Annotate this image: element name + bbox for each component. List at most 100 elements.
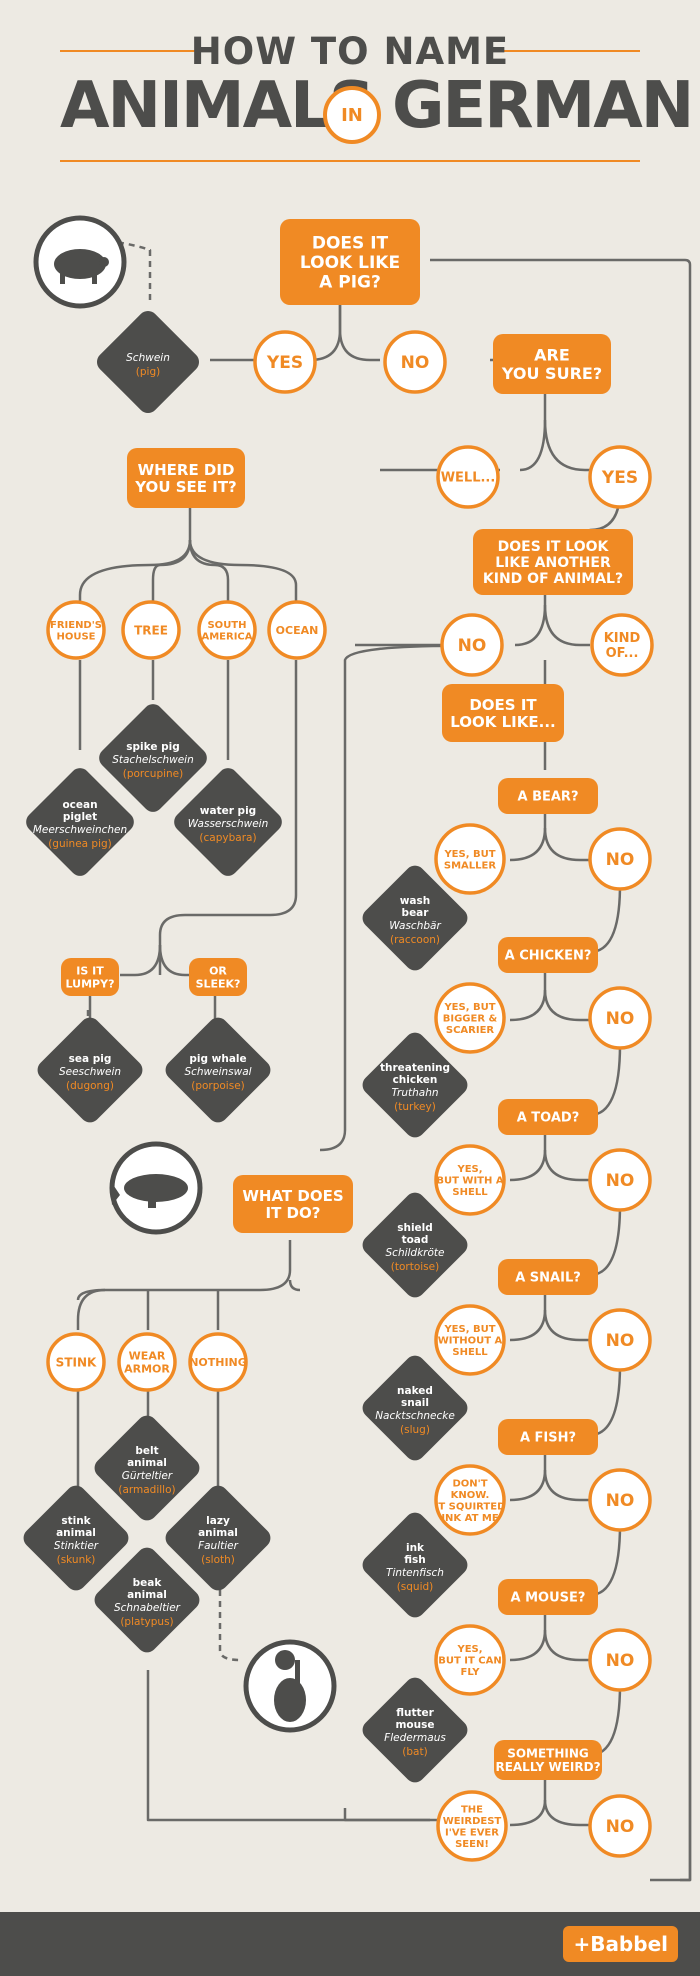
choice-text-nothing: NOTHING [189,1356,247,1369]
choice-circle [188,1332,248,1392]
answer-german: Waschbär [389,920,441,932]
choice-circle [588,445,652,509]
question-box [233,1175,353,1233]
choice-text-yes2: YES [601,468,638,488]
connector-20 [158,660,298,975]
choice-text-chick_n: NO [606,1009,635,1029]
question-box [61,958,119,996]
question-toad: A TOAD? [498,1099,598,1135]
answer-diamond [362,1512,468,1618]
choice-circle [197,600,257,660]
question-text-fish: A FISH? [520,1431,576,1446]
choice-circle [588,1148,652,1212]
answer-literal: chicken [393,1074,438,1086]
choice-circle [267,600,327,660]
choice-text-toad_n: NO [606,1171,635,1191]
choice-circle [121,600,181,660]
answer-english: (armadillo) [118,1484,175,1496]
choice-circle [434,1144,506,1216]
sloth-icon [243,1639,337,1733]
answer-english: (pig) [136,366,160,378]
answer-literal: flutter [396,1707,434,1719]
choice-circle [436,445,500,509]
header-rule-bottom [60,160,640,162]
answer-literal: animal [127,1457,167,1469]
choice-circle [117,1332,177,1392]
answer-english: (platypus) [120,1616,173,1628]
connector-40 [543,1469,590,1502]
question-box [280,219,420,305]
choice-circle [383,330,447,394]
answer-diamond [99,704,207,812]
connector-28 [543,827,590,862]
answer-english: (slug) [400,1424,430,1436]
answer-diamond [96,310,200,414]
answer-german: Schnabeltier [114,1602,181,1614]
choice-nothing: NOTHING [188,1332,248,1392]
answer-german: Faultier [198,1540,239,1552]
choice-text-stink: STINK [56,1355,97,1369]
answer-english: (porpoise) [191,1080,245,1092]
choice-circle [440,613,504,677]
choice-circle [434,1464,506,1536]
header-rule-top-left [60,50,200,52]
connector-34 [543,1149,590,1182]
choice-text-fish_n: NO [606,1491,635,1511]
connector-27 [509,810,547,862]
choice-snail_n: NO [588,1308,652,1372]
choice-circle [588,1794,652,1858]
answer-german: Schwein [126,352,170,364]
question-chicken: A CHICKEN? [498,937,598,973]
connector-5 [543,419,590,472]
connector-15 [188,539,230,610]
question-box [498,1419,598,1455]
connector-37 [543,1309,590,1342]
choice-toad_n: NO [588,1148,652,1212]
dugong-icon [109,1141,203,1235]
answer-diamond [362,865,468,971]
answer-diamond [165,1017,271,1123]
choice-fish_n: NO [588,1468,652,1532]
choice-mouse_n: NO [588,1628,652,1692]
header-rule-top-right [500,50,640,52]
answer-german: Schildkröte [386,1247,445,1259]
connector-31 [543,989,590,1022]
answer-german: Meerschweinchen [33,824,127,836]
babbel-logo: +Babbel [563,1926,678,1962]
answer-diamond [165,1485,271,1591]
answer-literal: naked [397,1385,433,1397]
choice-weird_n: NO [588,1794,652,1858]
answer-literal: fish [404,1554,426,1566]
answer-diamond [37,1017,143,1123]
answer-literal: mouse [395,1719,434,1731]
answer-literal: sea pig [69,1053,112,1065]
answer-literal: belt [135,1445,158,1457]
answer-german: Tintenfisch [386,1567,444,1579]
question-box [493,334,611,394]
answer-literal: threatening [380,1062,450,1074]
choice-circle [46,1332,106,1392]
answer-diamond [362,1032,468,1138]
answer-literal: snail [401,1397,429,1409]
question-box [442,684,564,742]
answer-literal: wash [400,895,431,907]
